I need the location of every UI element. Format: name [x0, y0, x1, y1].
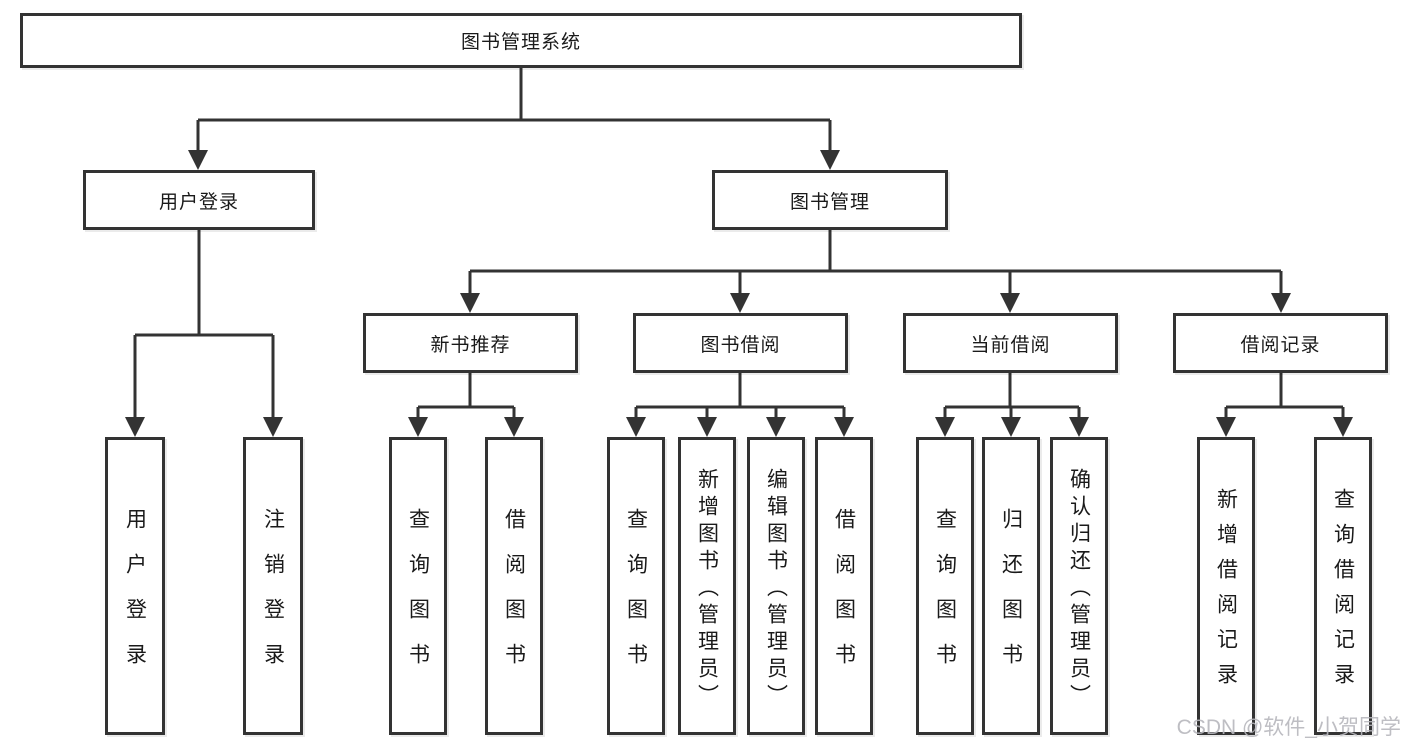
csdn-watermark: CSDN @软件_小贺同学	[1176, 716, 1401, 739]
leaf-user-login: 用户登录	[105, 437, 165, 735]
node-user-login-branch: 用户登录	[83, 170, 315, 230]
leaf-confirm-return-admin: 确认归还（管理员）	[1050, 437, 1108, 735]
leaf-logout: 注销登录	[243, 437, 303, 735]
node-book-borrow: 图书借阅	[633, 313, 848, 373]
leaf-query-borrow-record: 查询借阅记录	[1314, 437, 1372, 735]
leaf-query-books: 查询图书	[389, 437, 447, 735]
leaf-label: 新增图书（管理员）	[695, 467, 719, 711]
leaf-add-borrow-record: 新增借阅记录	[1197, 437, 1255, 735]
node-new-book-recommend: 新书推荐	[363, 313, 578, 373]
node-book-management-branch: 图书管理	[712, 170, 948, 230]
leaf-label: 确认归还（管理员）	[1067, 467, 1091, 711]
leaf-query-books: 查询图书	[607, 437, 665, 735]
leaf-label: 新增借阅记录	[1214, 488, 1238, 698]
node-borrow-records: 借阅记录	[1173, 313, 1388, 373]
leaf-label: 归还图书	[999, 508, 1023, 688]
node-library-management-system: 图书管理系统	[20, 13, 1022, 68]
leaf-label: 用户登录	[123, 508, 147, 688]
leaf-label: 借阅图书	[502, 508, 526, 688]
leaf-label: 借阅图书	[832, 508, 856, 688]
leaf-add-books-admin: 新增图书（管理员）	[678, 437, 736, 735]
leaf-borrow-books: 借阅图书	[485, 437, 543, 735]
node-current-borrow: 当前借阅	[903, 313, 1118, 373]
leaf-label: 编辑图书（管理员）	[764, 467, 788, 711]
leaf-label: 查询图书	[624, 508, 648, 688]
leaf-label: 查询借阅记录	[1331, 488, 1355, 698]
leaf-label: 查询图书	[406, 508, 430, 688]
leaf-label: 查询图书	[933, 508, 957, 688]
leaf-edit-books-admin: 编辑图书（管理员）	[747, 437, 805, 735]
arrowheads	[125, 150, 1353, 437]
leaf-label: 注销登录	[261, 508, 285, 688]
leaf-query-books: 查询图书	[916, 437, 974, 735]
leaf-return-books: 归还图书	[982, 437, 1040, 735]
leaf-borrow-books: 借阅图书	[815, 437, 873, 735]
